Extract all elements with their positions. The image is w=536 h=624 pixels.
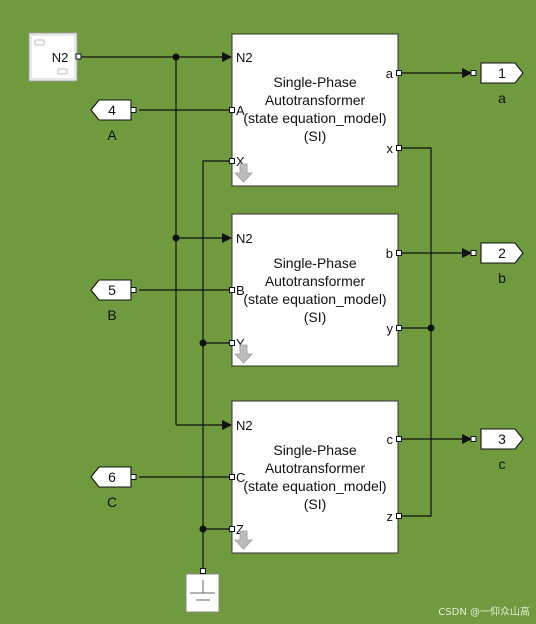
block-title-line: (state equation_model)	[243, 478, 386, 494]
block-title-line: Single-Phase	[273, 74, 356, 90]
inport-tag-B[interactable]: 5 B	[90, 279, 137, 323]
port-square	[396, 436, 402, 442]
n2-source-icon	[34, 39, 68, 75]
port-square	[229, 287, 235, 293]
port-label-Z: Z	[236, 522, 244, 537]
inport-name: B	[107, 307, 116, 323]
wire-ground-bus	[202, 160, 232, 570]
port-label-a: a	[386, 66, 394, 81]
block-title-line: Autotransformer	[265, 460, 366, 476]
block-title-line: (state equation_model)	[243, 291, 386, 307]
junction-dot	[427, 324, 435, 332]
port-square	[229, 474, 235, 480]
port-label-c: c	[387, 432, 394, 447]
inport-number: 6	[108, 469, 116, 485]
block-title-line: (state equation_model)	[243, 110, 386, 126]
autotransformer-block-2[interactable]: Single-Phase Autotransformer (state equa…	[229, 213, 402, 367]
inport-tag-A[interactable]: 4 A	[90, 99, 137, 143]
port-label-y: y	[387, 321, 394, 336]
port-square	[396, 250, 402, 256]
wire-xyz-bus	[399, 147, 432, 517]
port-label-B: B	[236, 283, 245, 298]
port-label-C: C	[236, 470, 245, 485]
block-title-line: (SI)	[304, 496, 327, 512]
outport-tag-c[interactable]: 3 c	[470, 428, 524, 472]
port-label-n2: N2	[236, 50, 253, 65]
block-title-line: (SI)	[304, 309, 327, 325]
port-square	[396, 145, 402, 151]
inport-number: 5	[108, 282, 116, 298]
outport-number: 3	[498, 431, 506, 447]
down-arrow-icon	[234, 344, 253, 364]
port-square	[229, 158, 235, 164]
port-square	[396, 325, 402, 331]
port-label-Y: Y	[236, 336, 245, 351]
autotransformer-block-1[interactable]: Single-Phase Autotransformer (state equa…	[229, 33, 402, 187]
port-label-A: A	[236, 103, 245, 118]
port-square	[396, 513, 402, 519]
inport-name: A	[107, 127, 117, 143]
inport-name: C	[107, 494, 117, 510]
ground-block[interactable]	[185, 568, 220, 613]
n2-source-label: N2	[52, 50, 69, 65]
port-label-z: z	[387, 509, 394, 524]
port-label-n2: N2	[236, 418, 253, 433]
junction-dot	[172, 53, 180, 61]
n2-source-block[interactable]: N2	[28, 32, 82, 82]
outport-name: b	[498, 270, 506, 286]
block-title-line: Single-Phase	[273, 442, 356, 458]
inport-number: 4	[108, 102, 116, 118]
wires	[77, 52, 472, 570]
block-title-line: Autotransformer	[265, 92, 366, 108]
outport-number: 2	[498, 245, 506, 261]
autotransformer-block-3[interactable]: Single-Phase Autotransformer (state equa…	[229, 400, 402, 554]
block-title-line: (SI)	[304, 128, 327, 144]
outport-tag-b[interactable]: 2 b	[470, 242, 524, 286]
watermark: CSDN @一仰众山高	[438, 605, 530, 618]
port-label-X: X	[236, 154, 245, 169]
outport-tag-a[interactable]: 1 a	[470, 62, 524, 106]
down-arrow-icon	[234, 530, 253, 550]
port-label-x: x	[387, 141, 394, 156]
junction-dot	[199, 525, 207, 533]
port-label-b: b	[386, 246, 393, 261]
outport-name: a	[498, 90, 506, 106]
junction-dot	[172, 234, 180, 242]
port-square	[229, 107, 235, 113]
block-title-line: Autotransformer	[265, 273, 366, 289]
port-square	[396, 70, 402, 76]
inport-tag-C[interactable]: 6 C	[90, 466, 137, 510]
ground-icon	[190, 580, 215, 601]
port-label-n2: N2	[236, 231, 253, 246]
port-square	[229, 526, 235, 532]
down-arrow-icon	[234, 163, 253, 183]
outport-name: c	[499, 456, 506, 472]
block-title-line: Single-Phase	[273, 255, 356, 271]
port-square	[229, 340, 235, 346]
outport-number: 1	[498, 65, 506, 81]
junction-dot	[199, 339, 207, 347]
